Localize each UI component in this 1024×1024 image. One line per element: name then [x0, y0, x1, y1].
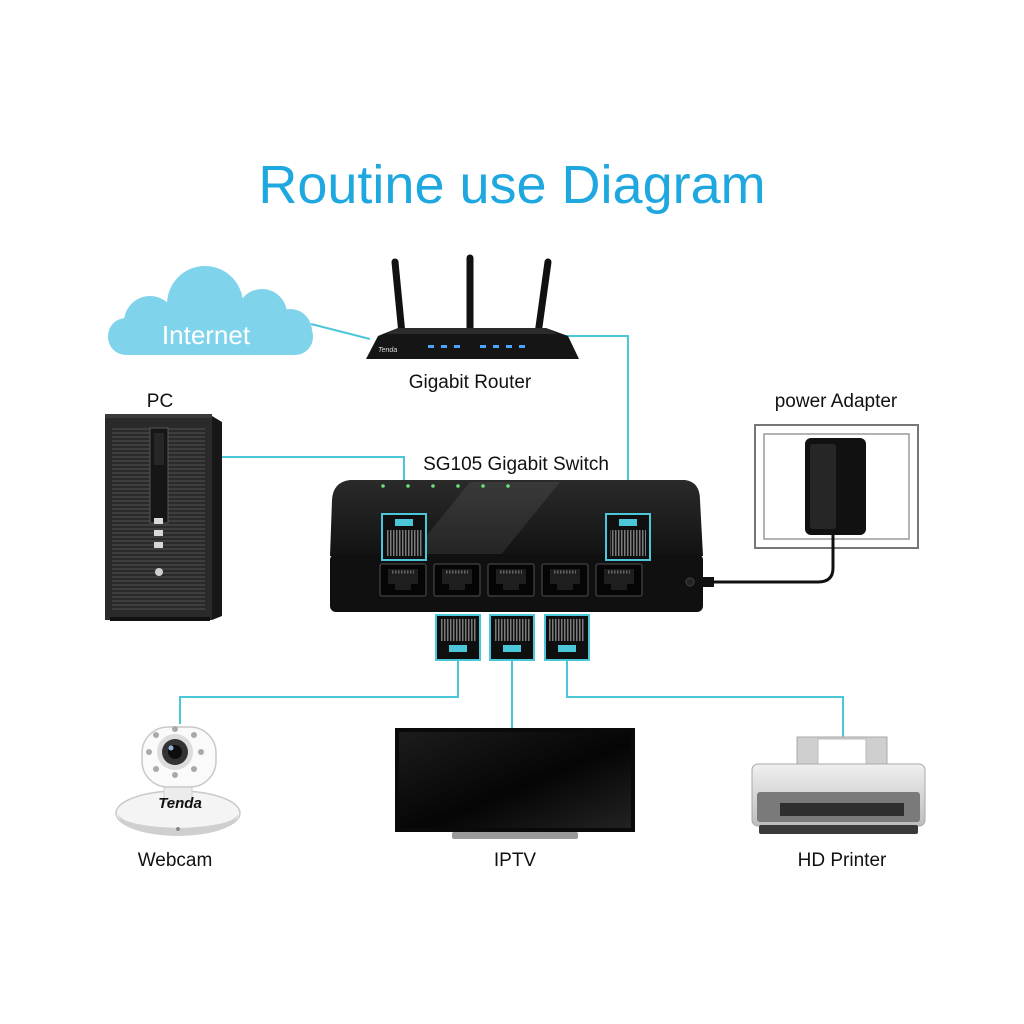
ethernet-port [433, 563, 481, 597]
webcam-logo: Tenda [158, 795, 202, 812]
power-jack [685, 577, 695, 587]
power-adapter-label: power Adapter [775, 391, 898, 412]
printer-icon [751, 736, 926, 834]
diagram-title: Routine use Diagram [258, 155, 765, 215]
link-switch-printer [566, 660, 844, 738]
link-switch-webcam [179, 660, 459, 724]
ethernet-port [541, 563, 589, 597]
link-internet-router [310, 323, 371, 340]
tv-icon [395, 728, 635, 839]
switch-label: SG105 Gigabit Switch [423, 454, 609, 475]
pc-label: PC [147, 391, 173, 412]
cable-plug-iptv [489, 614, 535, 661]
printer-label: HD Printer [798, 850, 887, 871]
cable-plug-webcam [435, 614, 481, 661]
webcam-ir-leds [146, 726, 204, 778]
ethernet-port [379, 563, 427, 597]
webcam-label: Webcam [138, 850, 213, 871]
router-logo: Tenda [378, 347, 397, 354]
ethernet-port [595, 563, 643, 597]
power-cable [700, 534, 835, 587]
iptv-label: IPTV [494, 850, 537, 871]
router-status-leds [428, 345, 525, 348]
ethernet-port [487, 563, 535, 597]
link-router-switch [560, 335, 629, 514]
cable-plug-pc [381, 513, 427, 561]
cloud-icon: Internet [108, 266, 313, 355]
desktop-tower-icon [105, 414, 222, 621]
power-adapter-icon [754, 424, 919, 549]
webcam-icon: Tenda [115, 726, 241, 836]
connection-lines [179, 323, 844, 738]
router-label: Gigabit Router [409, 372, 532, 393]
router-icon: Tenda [366, 254, 579, 359]
internet-label: Internet [162, 320, 251, 350]
switch-status-leds [381, 484, 510, 488]
cable-plug-printer [544, 614, 590, 661]
cable-plug-router [605, 513, 651, 561]
